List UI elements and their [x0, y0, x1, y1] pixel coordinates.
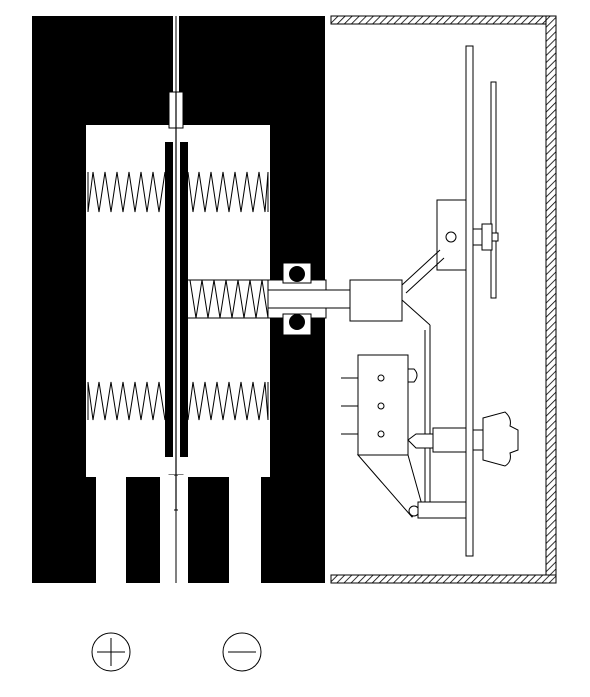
set-screw-assembly: [407, 411, 519, 467]
rod-coupler: [349, 279, 403, 322]
port-center-left: [160, 475, 174, 583]
terminal-negative: [222, 632, 262, 672]
enclosure-top-wall: [330, 15, 557, 25]
bearing-ball-lower: [289, 314, 305, 330]
spring-upper-left: [87, 171, 166, 213]
bearing-ball-upper: [289, 266, 305, 282]
lever-link: [401, 249, 445, 506]
spring-upper-right: [187, 171, 269, 213]
pivot-hole: [445, 231, 457, 243]
push-rod: [267, 279, 403, 322]
springs: [87, 171, 269, 421]
adjust-knob: [482, 411, 519, 467]
mounting-plate: [465, 45, 497, 557]
port-left: [96, 475, 126, 583]
port-right: [229, 475, 261, 583]
terminal-hole-1: [377, 374, 385, 382]
port-center-right: [178, 475, 188, 583]
enclosure-right-wall: [545, 15, 557, 584]
terminal-positive: [91, 632, 131, 672]
chamber-cavity: [86, 125, 270, 477]
terminal-hole-2: [377, 402, 385, 410]
switch-enclosure: [330, 15, 557, 584]
terminal-hole-3: [377, 430, 385, 438]
inner-chamber: [86, 91, 270, 511]
adjuster-strip: [490, 81, 497, 299]
bottom-ports: [96, 475, 261, 583]
spring-middle: [189, 279, 269, 319]
spring-lower-right: [187, 381, 269, 421]
spring-lower-left: [87, 381, 166, 421]
bottom-link: [417, 501, 467, 519]
diaphragm-assembly: [165, 16, 188, 583]
diaphragm-plate-right: [180, 142, 188, 457]
enclosure-bottom-wall: [330, 574, 557, 584]
microswitch: [341, 354, 423, 518]
indicator-nub: [407, 368, 418, 383]
adjustment-block: [436, 199, 499, 271]
diaphragm-plate-left: [165, 142, 173, 457]
plunger-tip: [407, 433, 434, 449]
